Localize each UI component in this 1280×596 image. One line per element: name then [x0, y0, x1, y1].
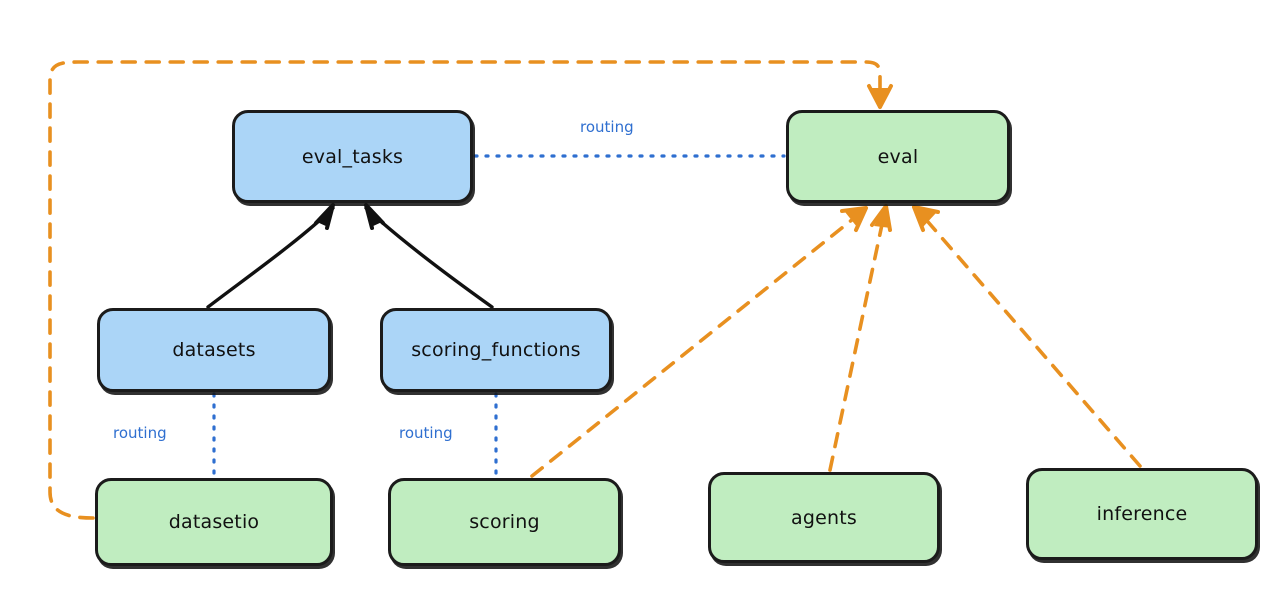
node-datasetio[interactable]: datasetio: [95, 478, 333, 566]
edge-scoring_functions-to-eval_tasks: [364, 203, 494, 309]
node-label-agents: agents: [791, 506, 857, 529]
edge-inference-to-eval-dependency: [912, 205, 1142, 468]
edge-label-routing-scoring-functions-scoring: routing: [396, 424, 456, 442]
node-label-scoring: scoring: [469, 511, 540, 533]
node-agents[interactable]: agents: [708, 472, 940, 563]
node-eval[interactable]: eval: [786, 110, 1010, 203]
edge-label-routing-eval-tasks-eval: routing: [577, 118, 637, 136]
node-label-datasets: datasets: [172, 339, 256, 361]
node-eval-tasks[interactable]: eval_tasks: [232, 110, 473, 203]
edge-label-routing-datasets-datasetio: routing: [110, 424, 170, 442]
node-label-eval-tasks: eval_tasks: [301, 145, 404, 168]
node-datasets[interactable]: datasets: [97, 308, 331, 392]
edge-datasets-to-eval_tasks: [206, 203, 335, 309]
node-scoring-functions[interactable]: scoring_functions: [380, 308, 612, 392]
node-label-eval: eval: [877, 145, 919, 168]
edge-agents-to-eval-dependency: [828, 204, 892, 472]
node-label-scoring-functions: scoring_functions: [411, 339, 581, 361]
node-scoring[interactable]: scoring: [388, 478, 621, 566]
node-inference[interactable]: inference: [1026, 468, 1258, 560]
node-label-inference: inference: [1096, 503, 1188, 525]
node-label-datasetio: datasetio: [168, 511, 260, 533]
